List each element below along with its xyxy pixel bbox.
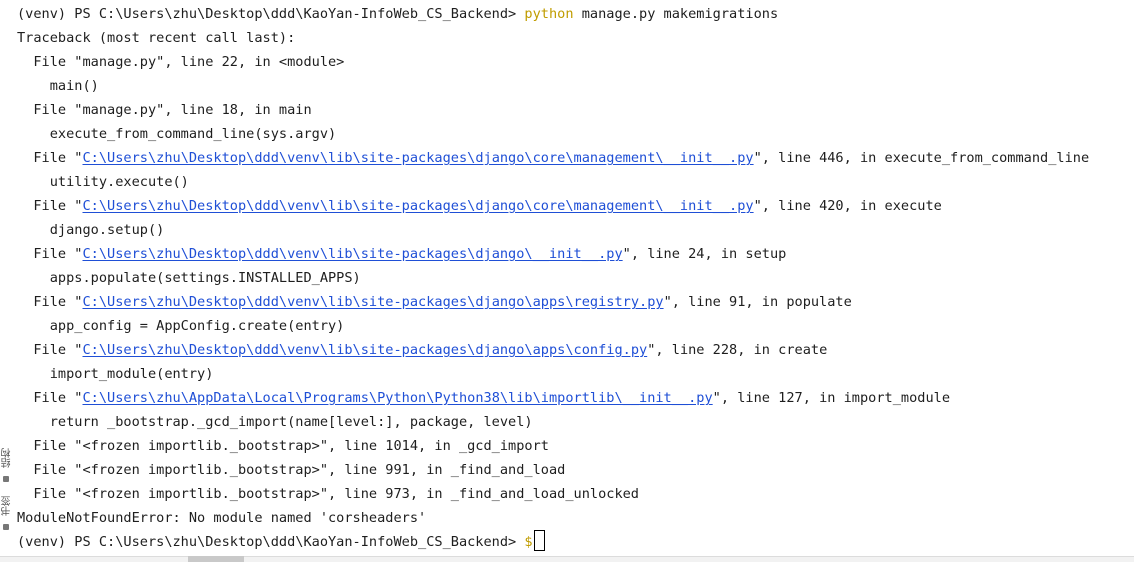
- command-line: (venv) PS C:\Users\zhu\Desktop\ddd\KaoYa…: [17, 2, 778, 26]
- traceback-line: app_config = AppConfig.create(entry): [17, 314, 345, 338]
- traceback-line: File "<frozen importlib._bootstrap>", li…: [17, 482, 639, 506]
- traceback-text: File "<frozen importlib._bootstrap>", li…: [17, 438, 549, 454]
- traceback-text: File ": [17, 246, 83, 262]
- traceback-line: return _bootstrap._gcd_import(name[level…: [17, 410, 533, 434]
- traceback-text: ", line 420, in execute: [753, 198, 942, 214]
- traceback-line: utility.execute(): [17, 170, 189, 194]
- traceback-text: File ": [17, 198, 83, 214]
- error-message: ModuleNotFoundError: No module named 'co…: [17, 510, 427, 526]
- traceback-text: File ": [17, 390, 83, 406]
- traceback-text: File "manage.py", line 22, in <module>: [17, 54, 345, 70]
- traceback-text: utility.execute(): [17, 174, 189, 190]
- file-path-link[interactable]: C:\Users\zhu\Desktop\ddd\venv\lib\site-p…: [82, 246, 623, 262]
- traceback-text: import_module(entry): [17, 366, 214, 382]
- traceback-text: File ": [17, 342, 83, 358]
- traceback-text: ", line 91, in populate: [663, 294, 852, 310]
- file-path-link[interactable]: C:\Users\zhu\Desktop\ddd\venv\lib\site-p…: [82, 150, 754, 166]
- traceback-text: File ": [17, 294, 83, 310]
- traceback-text: app_config = AppConfig.create(entry): [17, 318, 345, 334]
- bottom-status-bar: [0, 556, 1134, 562]
- traceback-line: File "C:\Users\zhu\Desktop\ddd\venv\lib\…: [17, 242, 786, 266]
- file-path-link[interactable]: C:\Users\zhu\AppData\Local\Programs\Pyth…: [82, 390, 713, 406]
- traceback-text: return _bootstrap._gcd_import(name[level…: [17, 414, 533, 430]
- typed-input[interactable]: $: [524, 534, 533, 550]
- traceback-text: File "<frozen importlib._bootstrap>", li…: [17, 462, 566, 478]
- traceback-text: File "<frozen importlib._bootstrap>", li…: [17, 486, 639, 502]
- traceback-line: File "manage.py", line 22, in <module>: [17, 50, 344, 74]
- traceback-text: execute_from_command_line(sys.argv): [17, 126, 337, 142]
- traceback-text: File ": [17, 150, 83, 166]
- final-prompt-line[interactable]: (venv) PS C:\Users\zhu\Desktop\ddd\KaoYa…: [17, 530, 545, 554]
- traceback-line: File "C:\Users\zhu\Desktop\ddd\venv\lib\…: [17, 146, 1089, 170]
- file-path-link[interactable]: C:\Users\zhu\Desktop\ddd\venv\lib\site-p…: [82, 198, 754, 214]
- traceback-line: import_module(entry): [17, 362, 214, 386]
- bookmarks-tab[interactable]: 书签: [2, 496, 13, 516]
- traceback-text: ", line 228, in create: [647, 342, 828, 358]
- traceback-text: ", line 24, in setup: [622, 246, 787, 262]
- side-tool-strip: 结构 书签: [0, 440, 13, 530]
- bottom-active-tab[interactable]: [188, 556, 244, 562]
- traceback-text: apps.populate(settings.INSTALLED_APPS): [17, 270, 361, 286]
- traceback-text: django.setup(): [17, 222, 165, 238]
- prompt-text: (venv) PS C:\Users\zhu\Desktop\ddd\KaoYa…: [17, 6, 525, 22]
- traceback-text: ", line 127, in import_module: [712, 390, 951, 406]
- traceback-line: django.setup(): [17, 218, 165, 242]
- traceback-line: File "C:\Users\zhu\Desktop\ddd\venv\lib\…: [17, 194, 942, 218]
- traceback-line: execute_from_command_line(sys.argv): [17, 122, 336, 146]
- traceback-header: Traceback (most recent call last):: [17, 30, 296, 46]
- bookmarks-icon: [3, 524, 9, 530]
- file-path-link[interactable]: C:\Users\zhu\Desktop\ddd\venv\lib\site-p…: [82, 342, 648, 358]
- traceback-text: File "manage.py", line 18, in main: [17, 102, 312, 118]
- structure-icon: [3, 476, 9, 482]
- command-program: python: [524, 6, 574, 22]
- file-path-link[interactable]: C:\Users\zhu\Desktop\ddd\venv\lib\site-p…: [82, 294, 664, 310]
- traceback-line: File "C:\Users\zhu\Desktop\ddd\venv\lib\…: [17, 290, 852, 314]
- traceback-text: ", line 446, in execute_from_command_lin…: [753, 150, 1090, 166]
- traceback-line: File "<frozen importlib._bootstrap>", li…: [17, 434, 549, 458]
- traceback-line: main(): [17, 74, 99, 98]
- command-args: manage.py makemigrations: [573, 6, 779, 22]
- prompt-text: (venv) PS C:\Users\zhu\Desktop\ddd\KaoYa…: [17, 534, 525, 550]
- traceback-text: main(): [17, 78, 99, 94]
- traceback-line: File "C:\Users\zhu\AppData\Local\Program…: [17, 386, 950, 410]
- structure-tab[interactable]: 结构: [2, 448, 13, 468]
- traceback-line: File "manage.py", line 18, in main: [17, 98, 312, 122]
- traceback-line: File "<frozen importlib._bootstrap>", li…: [17, 458, 565, 482]
- text-cursor: [533, 530, 545, 551]
- traceback-line: apps.populate(settings.INSTALLED_APPS): [17, 266, 361, 290]
- traceback-line: File "C:\Users\zhu\Desktop\ddd\venv\lib\…: [17, 338, 827, 362]
